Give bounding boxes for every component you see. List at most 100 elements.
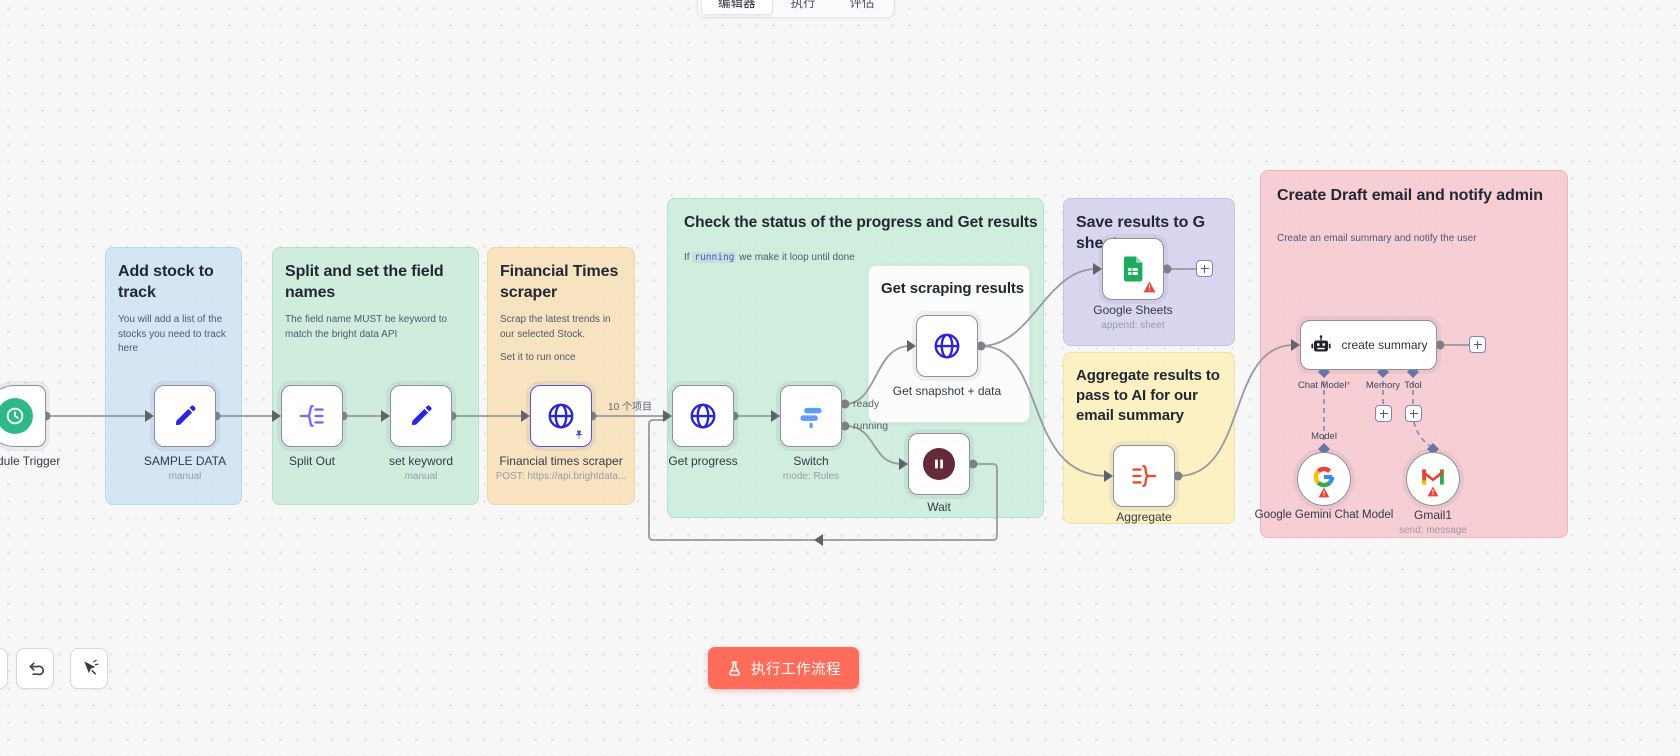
sticky-body: The field name MUST be keyword to match … bbox=[285, 314, 448, 340]
required-marker: * bbox=[1346, 380, 1351, 391]
tidy-up-button[interactable] bbox=[70, 648, 108, 689]
google-sheets-icon bbox=[1123, 256, 1143, 282]
node-label: Switch bbox=[793, 454, 829, 468]
node-subtitle: manual bbox=[168, 471, 202, 482]
node-get-progress[interactable] bbox=[672, 385, 734, 447]
input-connector-arrows bbox=[145, 263, 1300, 546]
sticky-title: Get scraping results bbox=[881, 280, 1025, 297]
sticky-title: Add stock to track bbox=[118, 263, 214, 302]
node-label: Get progress bbox=[668, 454, 738, 468]
node-label: Wait bbox=[927, 500, 951, 514]
add-tool-plus-button[interactable] bbox=[1405, 405, 1422, 422]
node-switch[interactable] bbox=[780, 385, 842, 447]
robot-icon bbox=[1311, 335, 1332, 352]
node-gmail1[interactable] bbox=[1406, 452, 1460, 506]
node-label: Schedule Trigger bbox=[0, 454, 61, 468]
execute-workflow-label: 执行工作流程 bbox=[751, 661, 841, 678]
sticky-note-add-stock[interactable]: Add stock to track You will add a list o… bbox=[105, 247, 242, 505]
node-label: Google Gemini Chat Model bbox=[1254, 509, 1394, 521]
gmail-icon bbox=[1422, 469, 1444, 485]
pause-icon bbox=[935, 459, 943, 469]
node-subtitle: append: sheet bbox=[1101, 320, 1165, 331]
sticky-note-split-fields[interactable]: Split and set the field names The field … bbox=[272, 247, 479, 505]
flask-icon bbox=[729, 660, 740, 676]
node-label: Aggregate bbox=[1116, 510, 1172, 524]
sticky-body: If running we make it loop until done bbox=[684, 251, 1027, 266]
agent-port-model: Model bbox=[1311, 431, 1337, 442]
node-label: Split Out bbox=[288, 454, 336, 468]
node-financial-times-scraper[interactable] bbox=[530, 385, 592, 447]
node-split-out[interactable] bbox=[281, 385, 343, 447]
sticky-body-text: we make it loop until done bbox=[736, 252, 855, 264]
node-label: Google Sheets bbox=[1093, 303, 1173, 317]
sticky-body: You will add a list of the stocks you ne… bbox=[118, 314, 226, 355]
node-label: create summary bbox=[1341, 338, 1428, 352]
node-aggregate[interactable] bbox=[1113, 445, 1175, 507]
agent-port-tool: Tool bbox=[1404, 380, 1422, 391]
node-label: Gmail1 bbox=[1413, 508, 1452, 522]
split-out-icon bbox=[299, 404, 324, 428]
warning-icon bbox=[1427, 486, 1439, 497]
pencil-icon bbox=[411, 405, 432, 426]
node-sample-data[interactable] bbox=[154, 385, 216, 447]
node-label: Get snapshot + data bbox=[892, 384, 1002, 398]
node-subtitle: send: message bbox=[1399, 525, 1467, 536]
add-memory-plus-button[interactable] bbox=[1375, 405, 1392, 422]
node-label: set keyword bbox=[388, 454, 454, 468]
node-set-keyword[interactable] bbox=[390, 385, 452, 447]
canvas-button-partial[interactable] bbox=[0, 648, 8, 689]
node-subtitle: mode: Rules bbox=[782, 471, 840, 482]
output-connector-dots bbox=[41, 264, 1445, 481]
sticky-body: Create an email summary and notify the u… bbox=[1277, 233, 1477, 245]
warning-icon bbox=[1143, 281, 1156, 293]
node-label: SAMPLE DATA bbox=[143, 454, 227, 468]
tab-executions[interactable]: 执行 bbox=[790, 0, 816, 10]
sticky-note-aggregate[interactable]: Aggregate results to pass to AI for our … bbox=[1063, 352, 1235, 524]
view-tabbar: 编辑器 执行 评估 bbox=[697, 0, 895, 18]
port-label: Chat Model bbox=[1297, 380, 1347, 391]
switch-icon bbox=[800, 407, 822, 429]
node-google-gemini-chat-model[interactable] bbox=[1297, 452, 1351, 506]
switch-output-label-running: running bbox=[853, 420, 889, 432]
globe-icon bbox=[934, 333, 960, 359]
sticky-title: Financial Times scraper bbox=[500, 263, 619, 302]
add-node-plus-button[interactable] bbox=[1469, 336, 1486, 353]
sticky-title: Aggregate results to pass to AI for our … bbox=[1076, 367, 1220, 424]
add-node-plus-button[interactable] bbox=[1196, 260, 1213, 277]
agent-port-chat-model: Chat Model* bbox=[1279, 380, 1369, 391]
globe-icon bbox=[548, 403, 574, 429]
node-subtitle: POST: https://api.brightdata... bbox=[495, 471, 627, 482]
warning-icon bbox=[1318, 486, 1330, 497]
sticky-body: Scrap the latest trends in our selected … bbox=[500, 314, 611, 340]
google-g-icon bbox=[1313, 466, 1335, 487]
sticky-body: Set it to run once bbox=[500, 352, 576, 364]
node-wait[interactable] bbox=[908, 433, 970, 495]
connection-label-items: 10 个项目 bbox=[608, 402, 652, 413]
pin-icon bbox=[575, 430, 583, 439]
node-get-snapshot-data[interactable] bbox=[916, 315, 978, 377]
sticky-title: Check the status of the progress and Get… bbox=[684, 214, 1038, 231]
pointer-icon bbox=[83, 659, 99, 675]
undo-icon bbox=[28, 662, 44, 676]
node-create-summary[interactable]: create summary bbox=[1300, 320, 1437, 370]
node-schedule-trigger[interactable] bbox=[0, 385, 46, 447]
sticky-body-text: If bbox=[684, 252, 693, 264]
sticky-body-code: running bbox=[692, 252, 737, 264]
node-subtitle: manual bbox=[404, 471, 438, 482]
undo-button[interactable] bbox=[16, 648, 54, 689]
execute-workflow-button[interactable]: 执行工作流程 bbox=[708, 647, 859, 689]
pencil-icon bbox=[175, 405, 196, 426]
sticky-title: Split and set the field names bbox=[285, 263, 444, 302]
node-label: Financial times scraper bbox=[499, 454, 623, 468]
tab-evaluations[interactable]: 评估 bbox=[849, 0, 875, 10]
tab-editor[interactable]: 编辑器 bbox=[701, 0, 773, 15]
aggregate-icon bbox=[1132, 464, 1157, 488]
sticky-note-fts[interactable]: Financial Times scraper Scrap the latest… bbox=[487, 247, 635, 505]
clock-icon bbox=[6, 407, 24, 425]
agent-port-memory: Memory bbox=[1365, 380, 1401, 391]
switch-output-label-ready: ready bbox=[853, 398, 880, 410]
node-google-sheets[interactable] bbox=[1102, 238, 1164, 300]
globe-icon bbox=[690, 403, 716, 429]
